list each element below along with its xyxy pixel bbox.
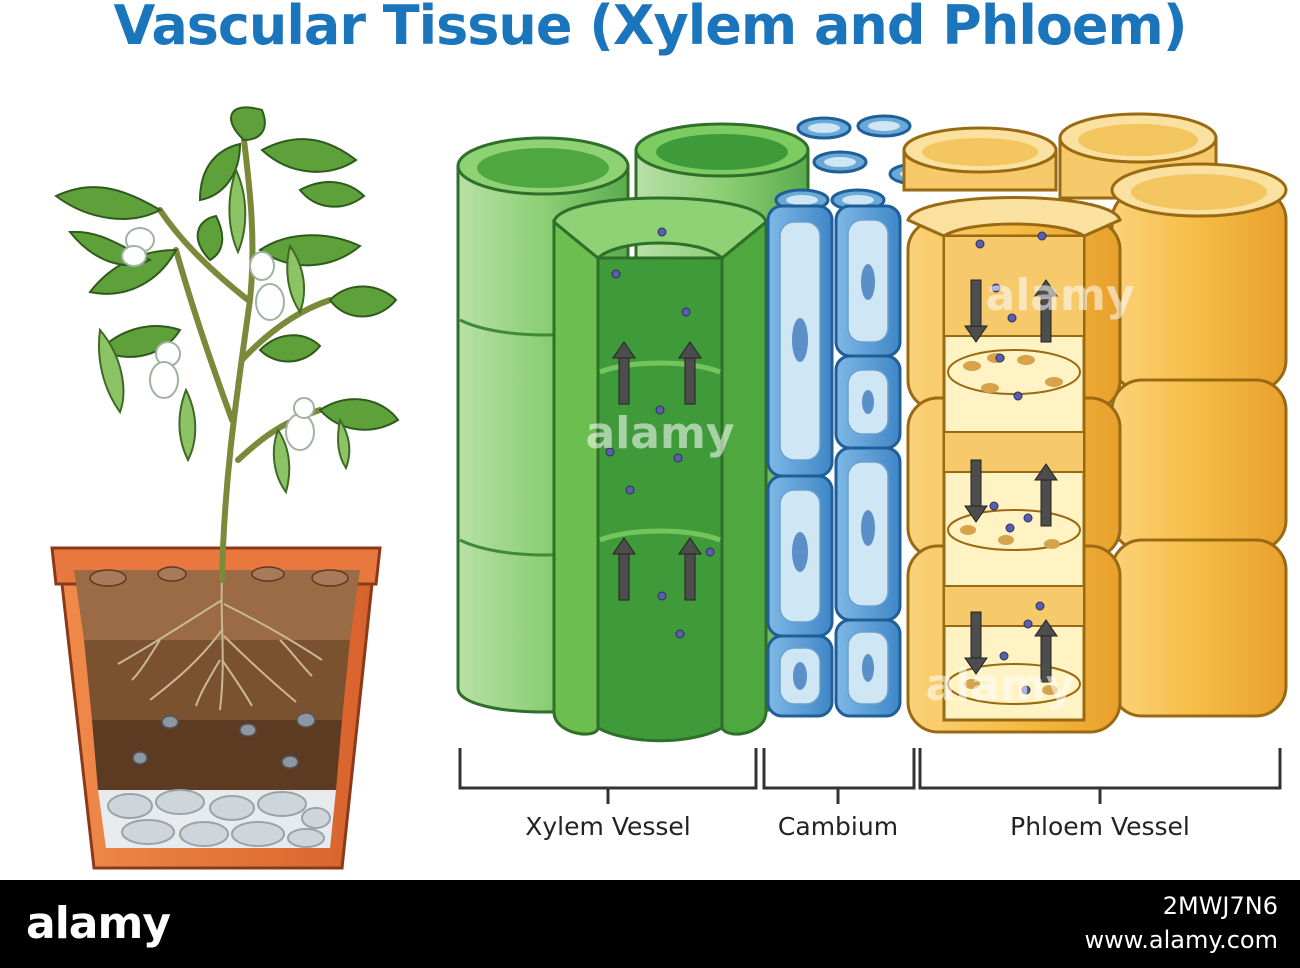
- svg-text:alamy: alamy: [986, 270, 1135, 321]
- plant-in-pot-illustration: [50, 106, 400, 870]
- alamy-logo: alamy: [26, 898, 171, 949]
- xylem-vessel-label: Xylem Vessel: [525, 812, 691, 841]
- stock-footer-bar: alamy 2MWJ7N6 www.alamy.com: [0, 880, 1300, 968]
- site-url: www.alamy.com: [1084, 926, 1278, 954]
- stock-watermark: alamy alamy alamy: [586, 270, 1135, 711]
- label-brackets: [458, 748, 1282, 804]
- svg-text:alamy: alamy: [586, 408, 735, 459]
- cambium-label: Cambium: [777, 812, 899, 841]
- diagram-title: Vascular Tissue (Xylem and Phloem): [113, 0, 1188, 57]
- phloem-vessel-label: Phloem Vessel: [1010, 812, 1190, 841]
- vascular-tissue-illustration: alamy alamy alamy: [50, 106, 1288, 870]
- cambium-cells-illustration: [766, 114, 944, 718]
- phloem-vessels-illustration: [902, 112, 1288, 734]
- image-id: 2MWJ7N6: [1162, 892, 1278, 920]
- svg-text:alamy: alamy: [926, 660, 1075, 711]
